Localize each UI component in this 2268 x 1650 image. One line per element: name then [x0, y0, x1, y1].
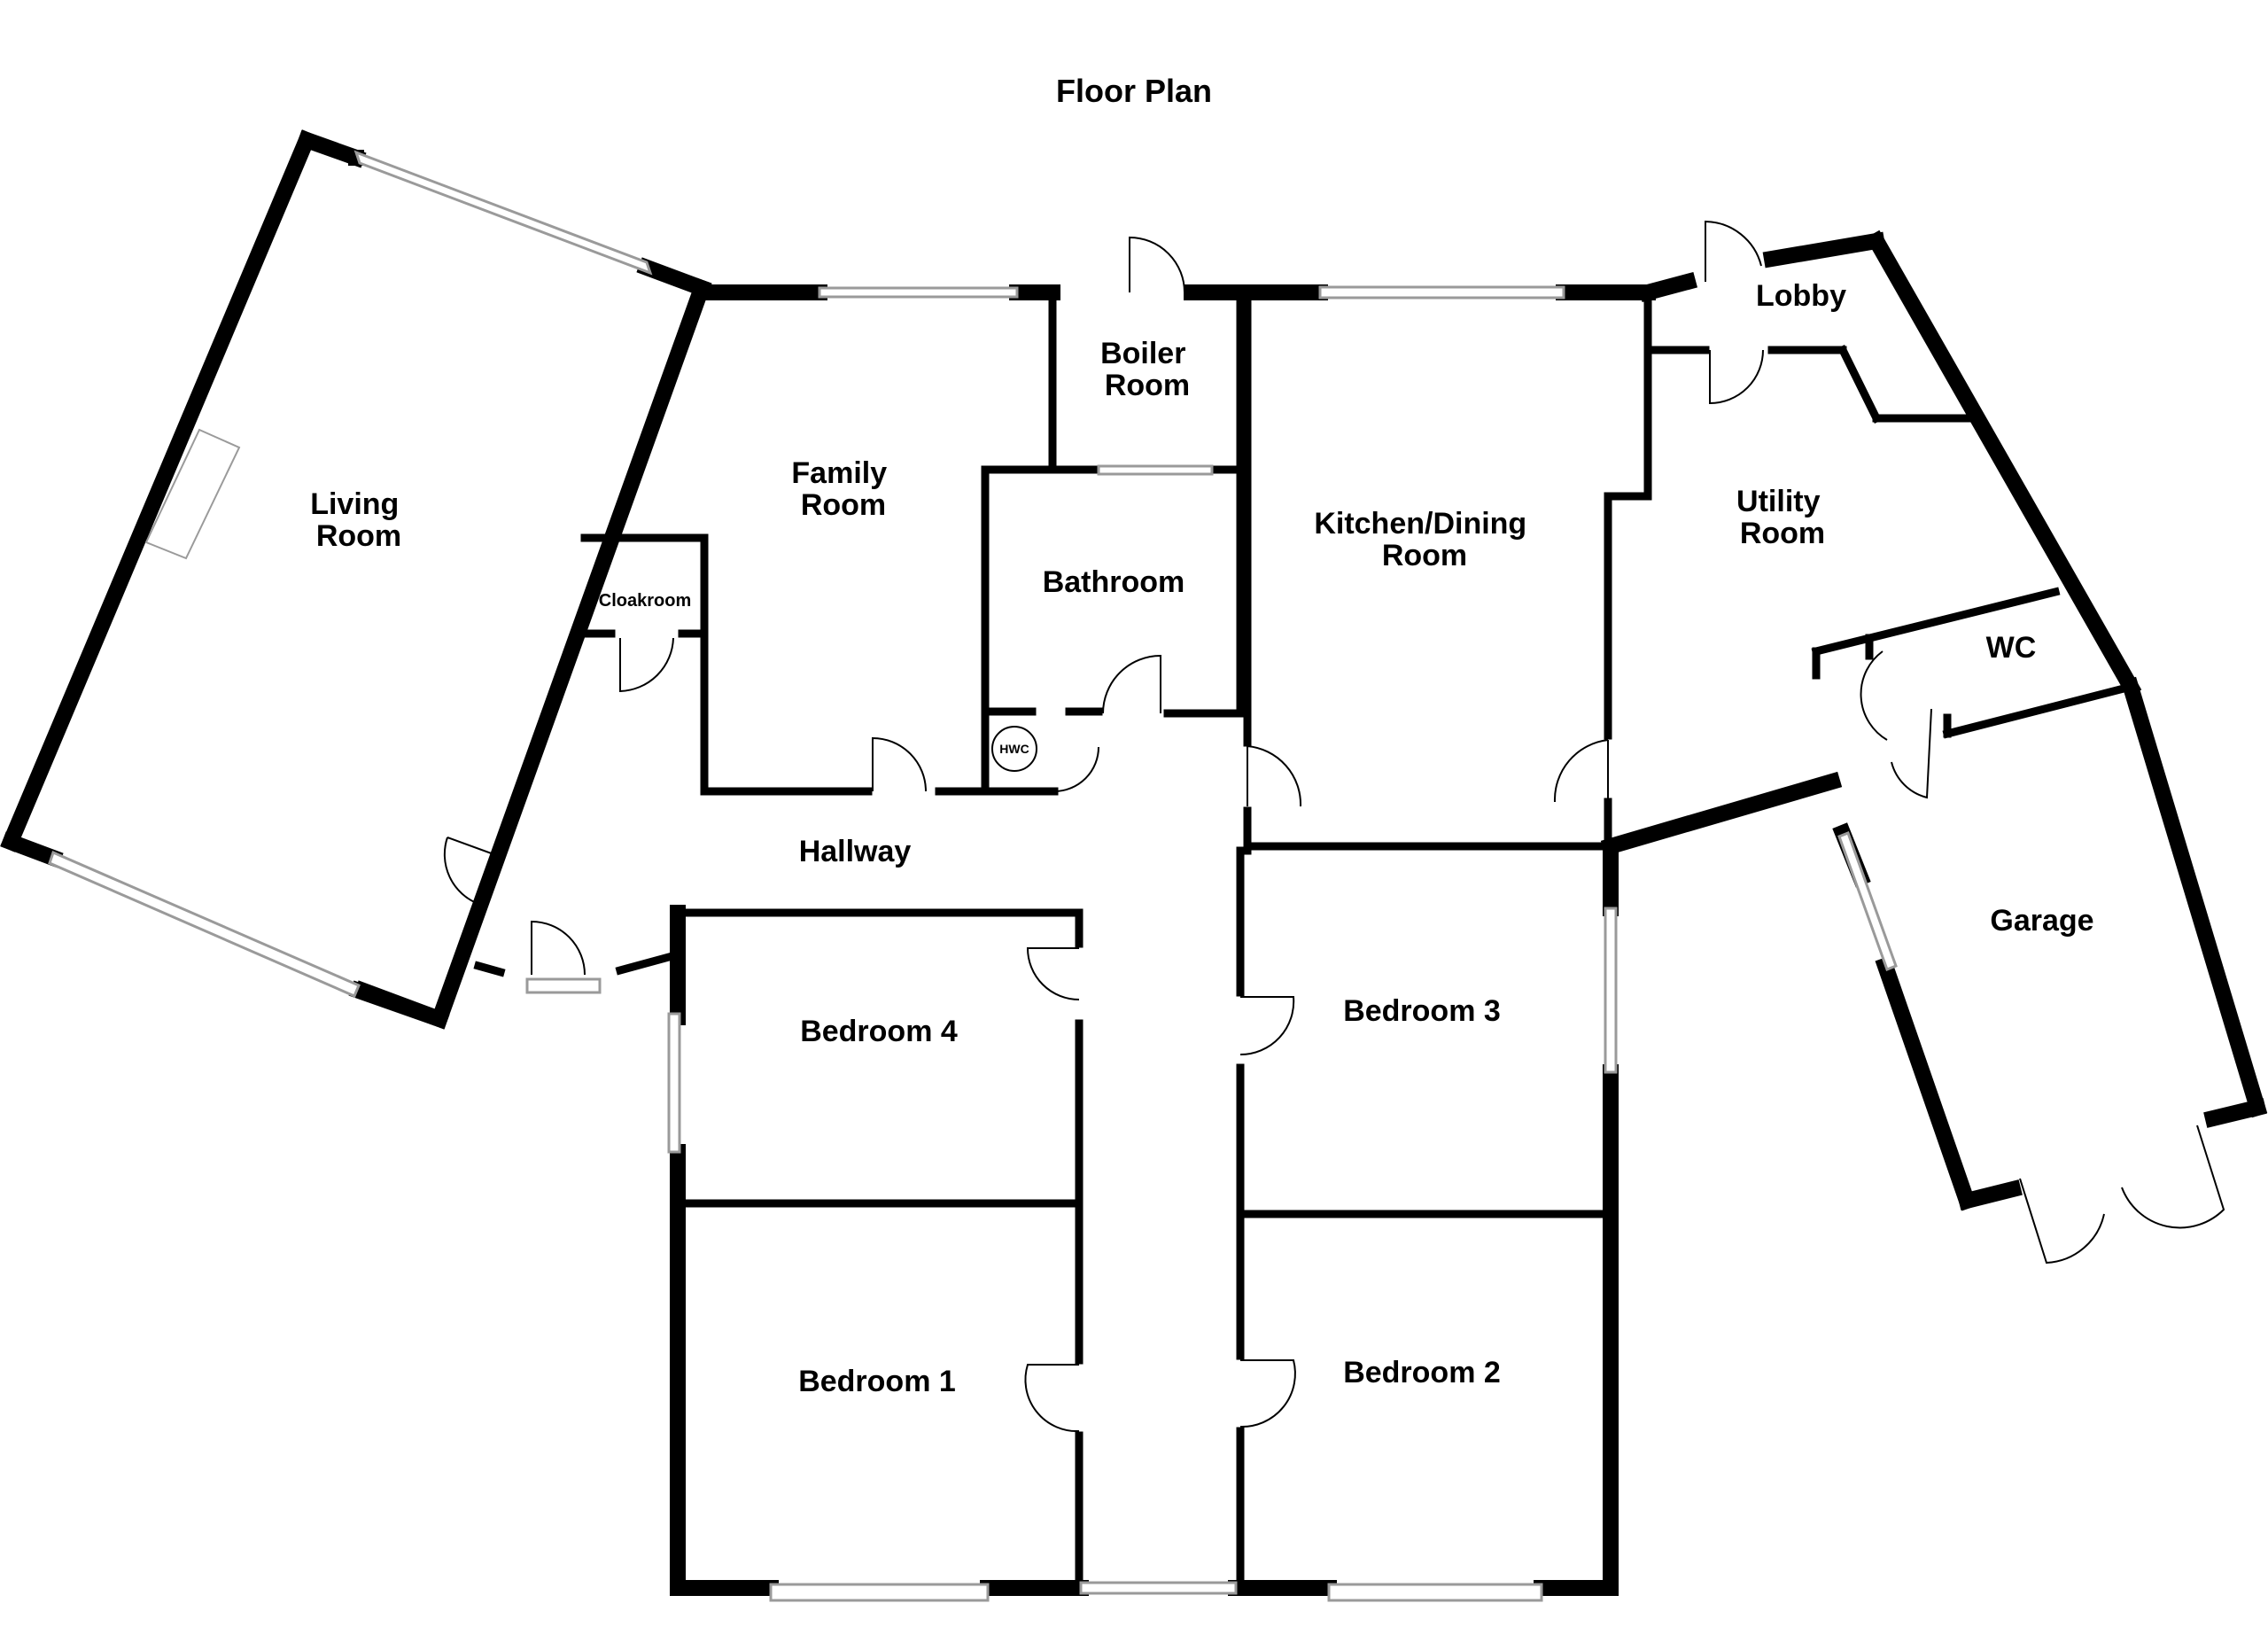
hallway-label: Hallway — [799, 835, 912, 868]
page-title: Floor Plan — [1056, 73, 1212, 109]
utility-room-label: Utility Room — [1736, 485, 1829, 550]
cloakroom-label: Cloakroom — [599, 591, 691, 611]
bedroom-4-label: Bedroom 4 — [800, 1015, 958, 1048]
windows — [48, 150, 1898, 1602]
walls — [0, 129, 2268, 1596]
living-room-label: Living Room — [310, 487, 408, 553]
boiler-room-label: Boiler Room — [1100, 337, 1194, 402]
kitchen-dining-room-label: Kitchen/Dining Room — [1314, 507, 1534, 572]
hwc-cylinder — [991, 726, 1037, 772]
lobby-label: Lobby — [1756, 279, 1846, 313]
fireplace — [144, 428, 241, 560]
bathroom-label: Bathroom — [1043, 565, 1185, 599]
bedroom-3-label: Bedroom 3 — [1343, 994, 1501, 1028]
bedroom-1-label: Bedroom 1 — [798, 1365, 956, 1398]
bedroom-2-label: Bedroom 2 — [1343, 1356, 1501, 1389]
wc-label: WC — [1986, 631, 2037, 665]
family-room-label: Family Room — [791, 456, 895, 522]
garage-label: Garage — [1990, 904, 2093, 938]
doors — [443, 220, 2225, 1433]
hwc-label: HWC — [999, 742, 1029, 756]
